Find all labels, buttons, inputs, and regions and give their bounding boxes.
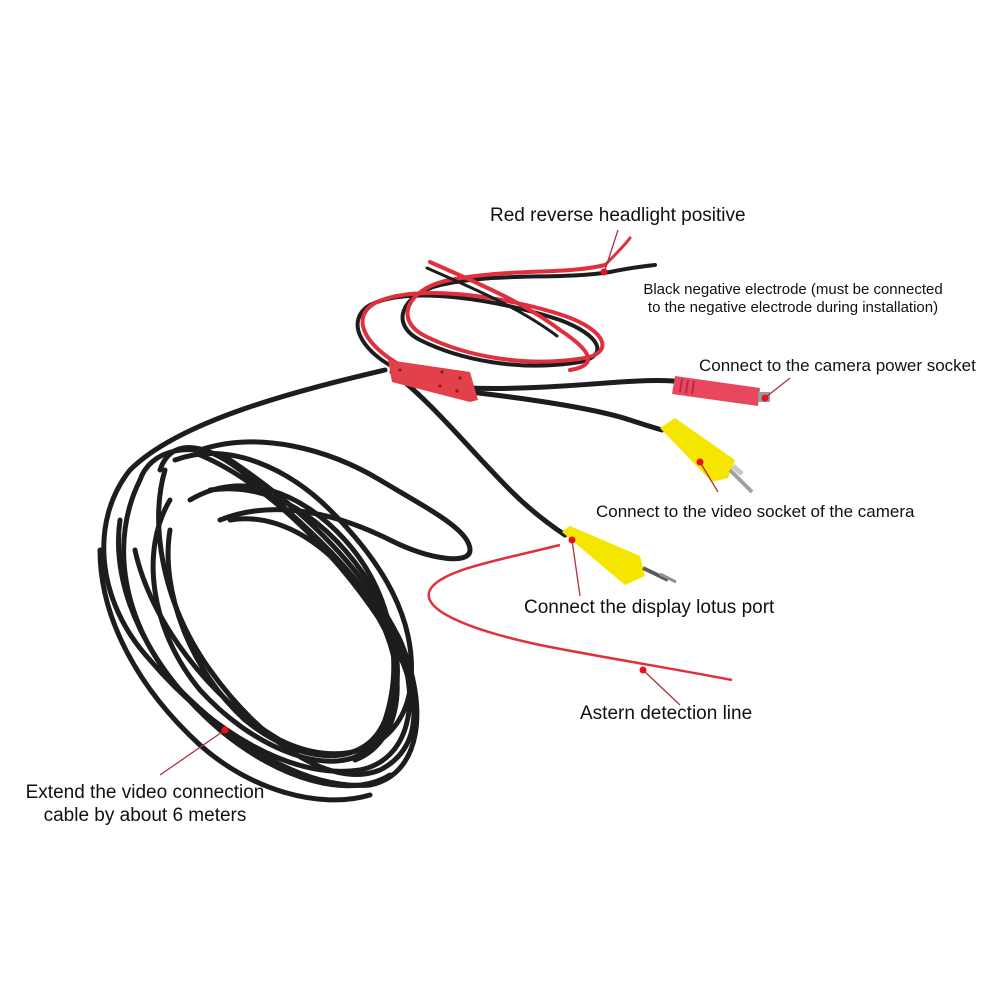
label-red-positive: Red reverse headlight positive [490,205,746,226]
label-black-negative-line1: Black negative electrode (must be connec… [643,281,943,298]
leader-dots [221,268,769,734]
red-black-power-wire [355,236,657,372]
cable-coil [97,367,473,803]
label-extension-line2: cable by about 6 meters [43,804,247,826]
label-astern-detection: Astern detection line [580,703,753,724]
label-black-negative-line2: to the negative electrode during install… [647,299,939,316]
rca-display [562,526,677,585]
label-camera-power: Connect to the camera power socket [699,356,976,375]
splitter-block [388,360,478,402]
label-extension: Extend the video connection cable by abo… [10,782,280,828]
label-extension-line1: Extend the video connection [25,782,265,803]
label-display-lotus: Connect the display lotus port [524,597,775,618]
video-lead [389,369,685,538]
label-camera-video: Connect to the video socket of the camer… [596,502,915,521]
dc-power-plug [672,376,770,406]
leader-lines [159,229,791,776]
trigger-wire [427,543,733,682]
rca-camera [660,418,754,494]
label-black-negative: Black negative electrode (must be connec… [627,281,959,317]
